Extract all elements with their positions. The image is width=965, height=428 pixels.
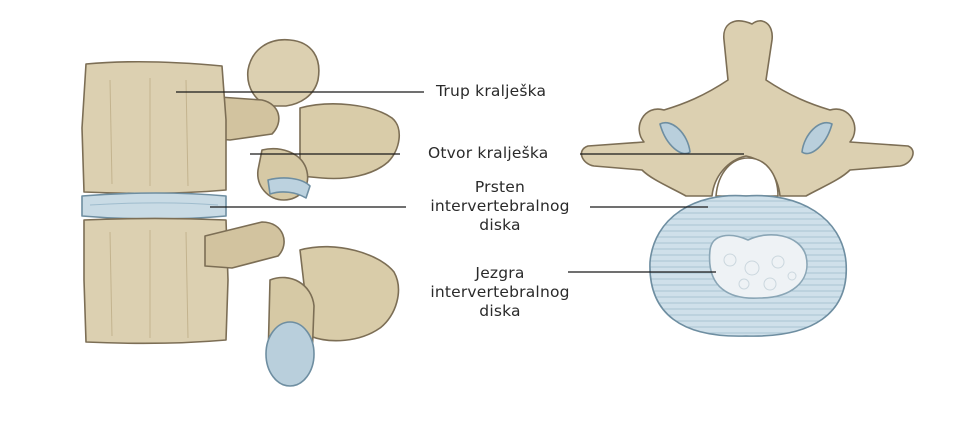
lower-spinous-process bbox=[299, 245, 400, 342]
label-annulus-line-2: intervertebralnog bbox=[430, 197, 570, 215]
label-nucleus-line-3: diska bbox=[479, 302, 521, 320]
label-annulus-fibrosus: Prsten intervertebralnog diska bbox=[414, 178, 586, 235]
label-nucleus-pulposus: Jezgra intervertebralnog diska bbox=[414, 264, 586, 321]
axial-neural-arch bbox=[580, 20, 914, 197]
axial-left-facet bbox=[659, 121, 691, 155]
label-vertebral-foramen: Otvor kralješka bbox=[428, 144, 549, 163]
label-vertebral-foramen-text: Otvor kralješka bbox=[428, 144, 549, 162]
upper-spinous-process bbox=[299, 103, 400, 180]
label-vertebral-body-text: Trup kralješka bbox=[436, 82, 547, 100]
label-nucleus-line-2: intervertebralnog bbox=[430, 283, 570, 301]
axial-nucleus-pulposus bbox=[708, 234, 808, 299]
axial-view bbox=[580, 20, 914, 337]
lower-facet-cartilage bbox=[265, 321, 315, 387]
upper-superior-articular-process bbox=[246, 39, 320, 107]
axial-vertebral-foramen bbox=[715, 157, 779, 197]
label-annulus-line-3: diska bbox=[479, 216, 521, 234]
upper-vertebral-body bbox=[81, 61, 227, 195]
label-vertebral-body: Trup kralješka bbox=[436, 82, 546, 101]
intervertebral-disc-lateral bbox=[81, 192, 227, 220]
lower-pedicle bbox=[204, 221, 285, 269]
label-nucleus-line-1: Jezgra bbox=[475, 264, 525, 282]
lateral-view bbox=[81, 39, 400, 387]
leader-lines bbox=[176, 91, 744, 273]
lower-vertebral-body bbox=[83, 217, 229, 345]
axial-right-facet bbox=[801, 121, 833, 155]
label-annulus-line-1: Prsten bbox=[474, 178, 526, 196]
